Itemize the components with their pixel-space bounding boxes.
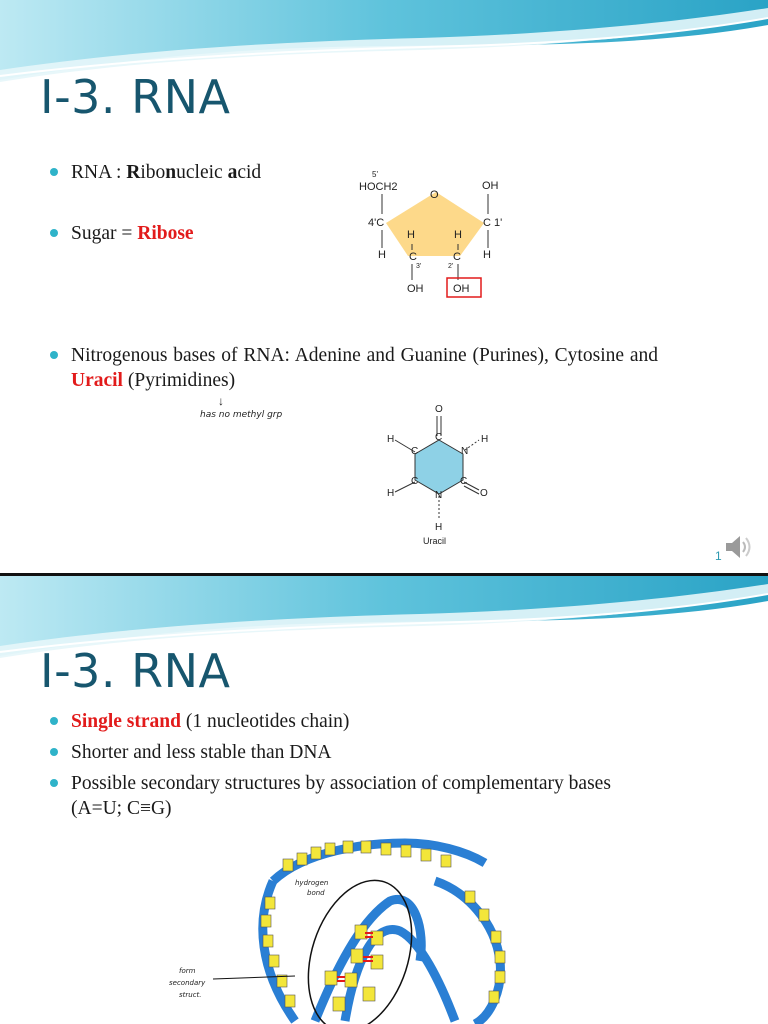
speaker-icon[interactable]	[724, 533, 754, 561]
svg-text:N: N	[435, 490, 442, 501]
header-wave-decoration	[0, 0, 768, 82]
svg-text:H: H	[481, 434, 488, 445]
ribose-structure-figure: 5' HOCH2 O OH 4'C C 1' H H H H C C 3' 2'…	[352, 166, 510, 308]
slide-1-bullets-top: RNA : Ribonucleic acid Sugar = Ribose	[50, 160, 340, 246]
svg-text:H: H	[483, 249, 491, 261]
uracil-ring	[415, 440, 463, 494]
helix-highlight-circle	[307, 879, 413, 1024]
hydrogen-bonds	[337, 932, 373, 982]
svg-text:O: O	[480, 488, 488, 499]
svg-text:HOCH2: HOCH2	[359, 181, 398, 193]
svg-text:secondary: secondary	[169, 979, 206, 987]
svg-text:C: C	[411, 476, 418, 487]
svg-text:OH: OH	[407, 283, 424, 295]
svg-text:C: C	[460, 476, 467, 487]
slide-divider	[0, 573, 768, 576]
svg-text:C: C	[453, 251, 461, 263]
bullet-sugar: Sugar = Ribose	[50, 221, 340, 246]
2-prime-oh-highlight	[446, 277, 482, 298]
svg-text:C: C	[435, 432, 442, 443]
bullet-secondary-structures: Possible secondary structures by associa…	[50, 771, 660, 821]
rna-secondary-structure-figure: hydrogen bond form secondary struct.	[169, 821, 520, 1024]
svg-text:2': 2'	[448, 263, 453, 270]
slide-2-title: I-3. RNA	[40, 644, 231, 698]
rna-bases	[260, 840, 506, 1012]
slide-1-bullets-bottom: Nitrogenous bases of RNA: Adenine and Gu…	[50, 343, 658, 393]
svg-text:C 1': C 1'	[483, 217, 502, 229]
svg-text:4'C: 4'C	[368, 217, 384, 229]
svg-text:N: N	[461, 446, 468, 457]
svg-text:struct.: struct.	[179, 991, 202, 999]
ribose-ring	[386, 192, 484, 256]
annotation-arrow	[212, 975, 296, 980]
svg-text:5': 5'	[372, 170, 378, 179]
handwritten-note: has no methyl grp	[200, 410, 283, 420]
svg-text:C: C	[409, 251, 417, 263]
slide-1: I-3. RNA RNA : Ribonucleic acid Sugar = …	[0, 0, 768, 563]
svg-text:Uracil: Uracil	[423, 536, 446, 546]
svg-text:H: H	[387, 434, 394, 445]
page-number: 1	[715, 549, 722, 563]
svg-text:H: H	[407, 229, 415, 241]
svg-text:OH: OH	[482, 180, 499, 192]
slide-2-bullets: Single strand (1 nucleotides chain) Shor…	[50, 709, 660, 821]
svg-text:hydrogen: hydrogen	[295, 879, 328, 887]
svg-text:form: form	[179, 967, 196, 975]
svg-text:H: H	[387, 488, 394, 499]
bullet-single-strand: Single strand (1 nucleotides chain)	[50, 709, 660, 734]
uracil-structure-figure: O C H C N H H C C O N H Uracil	[371, 402, 499, 550]
svg-text:O: O	[435, 404, 443, 415]
slide-1-title: I-3. RNA	[40, 70, 231, 124]
svg-text:OH: OH	[453, 283, 470, 295]
bullet-nitrogenous-bases: Nitrogenous bases of RNA: Adenine and Gu…	[50, 343, 658, 393]
svg-text:H: H	[378, 249, 386, 261]
svg-text:H: H	[454, 229, 462, 241]
svg-text:C: C	[411, 446, 418, 457]
down-arrow-icon: ↓	[218, 394, 224, 408]
slide-2: I-3. RNA Single strand (1 nucleotides ch…	[0, 576, 768, 1024]
svg-text:3': 3'	[416, 263, 421, 270]
header-wave-decoration-2	[0, 576, 768, 658]
svg-text:bond: bond	[307, 889, 325, 897]
svg-text:O: O	[430, 189, 439, 201]
bullet-rna-definition: RNA : Ribonucleic acid	[50, 160, 340, 185]
bullet-shorter-less-stable: Shorter and less stable than DNA	[50, 740, 660, 765]
svg-text:H: H	[435, 522, 442, 533]
